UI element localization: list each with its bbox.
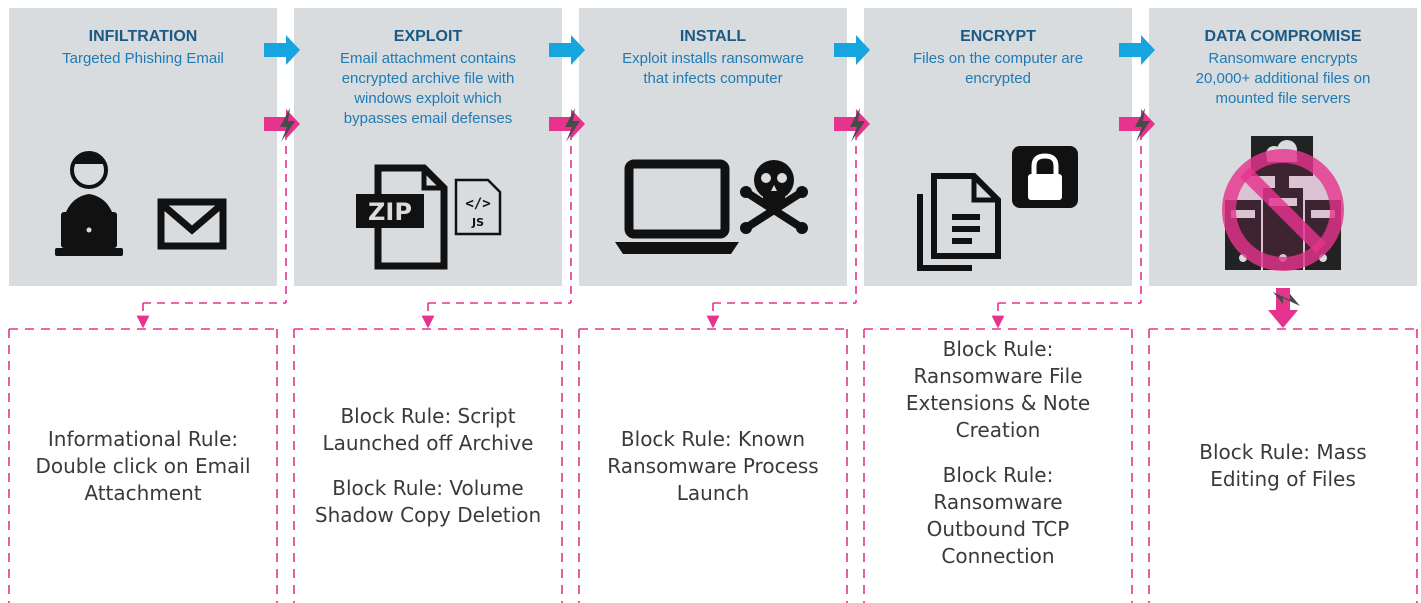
lightning-icon [280,108,295,142]
stage-description: Targeted Phishing Email [62,50,224,67]
detection-arrow-icon [1268,288,1298,328]
svg-text:</>: </> [465,196,490,212]
rule-text: Block Rule: Volume Shadow Copy Deletion [314,476,542,527]
lightning-icon [565,108,580,142]
rule-box-encrypt: Block Rule: Ransomware File Extensions &… [864,336,1132,603]
stage-install: INSTALL Exploit installs ransomware that… [579,8,847,286]
stage-exploit: EXPLOIT Email attachment contains encryp… [294,8,562,286]
rule-box-data-compromise: Block Rule: Mass Editing of Files [1149,329,1417,603]
stage-title: INSTALL [679,28,747,45]
rule-text: Informational Rule: Double click on Emai… [35,426,251,505]
blocked-file-servers-icon [1149,128,1417,286]
rule-text: Block Rule: Known Ransomware Process Lau… [607,426,819,505]
lightning-icon [1135,108,1150,142]
rule-box-install: Block Rule: Known Ransomware Process Lau… [579,329,847,603]
rule-box-exploit: Block Rule: Script Launched off Archive … [294,329,562,603]
stage-description: Exploit installs ransomware that infects… [622,50,804,87]
rule-text: Block Rule: Mass Editing of Files [1199,440,1367,491]
svg-text:ZIP: ZIP [368,198,412,226]
stage-description: Ransomware encrypts 20,000+ additional f… [1195,50,1371,107]
stage-description: Email attachment contains encrypted arch… [340,50,516,127]
lightning-icon [850,108,865,142]
rule-text: Block Rule: Ransomware Outbound TCP Conn… [926,463,1070,568]
stage-title: ENCRYPT [960,28,1036,45]
stage-title: EXPLOIT [393,28,463,45]
stage-description: Files on the computer are encrypted [912,50,1084,87]
person-laptop-and-envelope-icon [9,128,277,286]
rule-box-infiltration: Informational Rule: Double click on Emai… [9,329,277,603]
rule-text: Block Rule: Ransomware File Extensions &… [905,337,1091,442]
stage-infiltration: INFILTRATION Targeted Phishing Email [9,8,277,286]
zip-and-js-file-icon: ZIP </> JS [294,128,562,286]
laptop-and-skull-icon [579,128,847,286]
documents-and-lock-icon [864,128,1132,286]
stage-data-compromise: DATA COMPROMISE Ransomware encrypts 20,0… [1149,8,1417,286]
rule-text: Block Rule: Script Launched off Archive [322,404,534,455]
lightning-icon [1273,292,1300,306]
svg-text:JS: JS [471,216,484,229]
stage-title: INFILTRATION [88,28,198,45]
stage-encrypt: ENCRYPT Files on the computer are encryp… [864,8,1132,286]
stage-title: DATA COMPROMISE [1204,28,1362,45]
